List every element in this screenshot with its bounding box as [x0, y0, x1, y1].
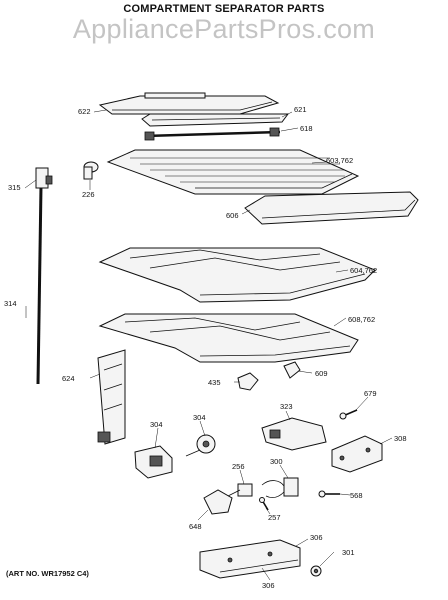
part-603-shelf — [106, 149, 360, 195]
part-label: 604,762 — [350, 266, 377, 275]
part-label: 608,762 — [348, 315, 375, 324]
part-300-component — [261, 477, 299, 499]
part-label: 308 — [394, 434, 407, 443]
part-308-plate — [331, 435, 383, 473]
part-label: 256 — [232, 462, 245, 471]
part-label: 304 — [150, 420, 163, 429]
part-608-divider — [98, 313, 359, 363]
part-606-channel — [244, 191, 419, 225]
part-306-bracket — [199, 539, 301, 579]
part-226-plug — [83, 161, 99, 180]
part-304-socket — [134, 445, 173, 479]
part-label: 257 — [268, 513, 281, 522]
part-624-bracket — [97, 349, 126, 445]
part-label: 301 — [342, 548, 355, 557]
part-label: 306 — [262, 581, 275, 590]
part-label: 323 — [280, 402, 293, 411]
part-label: 435 — [208, 378, 221, 387]
part-301-nut — [310, 565, 322, 577]
art-number: (ART NO. WR17952 C4) — [6, 569, 89, 578]
part-label: 568 — [350, 491, 363, 500]
part-label: 226 — [82, 190, 95, 199]
page-title: COMPARTMENT SEPARATOR PARTS — [123, 3, 325, 15]
part-621-rail — [141, 113, 289, 127]
part-257-screw — [259, 497, 269, 511]
part-315-314-rod — [35, 167, 53, 385]
watermark: AppliancePartsPros.com — [72, 14, 376, 44]
leader-lines — [24, 109, 393, 581]
part-568-screw — [318, 490, 340, 498]
part-label: 609 — [315, 369, 328, 378]
part-label: 300 — [270, 457, 283, 466]
part-604-divider — [98, 247, 376, 303]
part-label: 679 — [364, 389, 377, 398]
part-648-component — [203, 489, 241, 515]
part-label: 314 — [4, 299, 17, 308]
part-label: 606 — [226, 211, 239, 220]
part-435-clip — [237, 372, 259, 391]
part-label: 603,762 — [326, 156, 353, 165]
part-label: 315 — [8, 183, 21, 192]
part-618-rod — [144, 127, 281, 141]
part-622-cover — [98, 92, 280, 115]
part-256-component — [237, 483, 253, 497]
part-label: 306 — [310, 533, 323, 542]
part-609-clip — [283, 361, 301, 379]
part-label: 648 — [189, 522, 202, 531]
part-label: 624 — [62, 374, 75, 383]
part-label: 304 — [193, 413, 206, 422]
part-304-wheel — [185, 434, 216, 457]
part-label: 622 — [78, 107, 91, 116]
part-number-labels: 622 621 618 603,762 315 226 606 604,762 … — [4, 105, 407, 590]
part-679-screw — [339, 409, 358, 420]
part-label: 618 — [300, 124, 313, 133]
part-label: 621 — [294, 105, 307, 114]
part-323-housing — [261, 417, 327, 451]
